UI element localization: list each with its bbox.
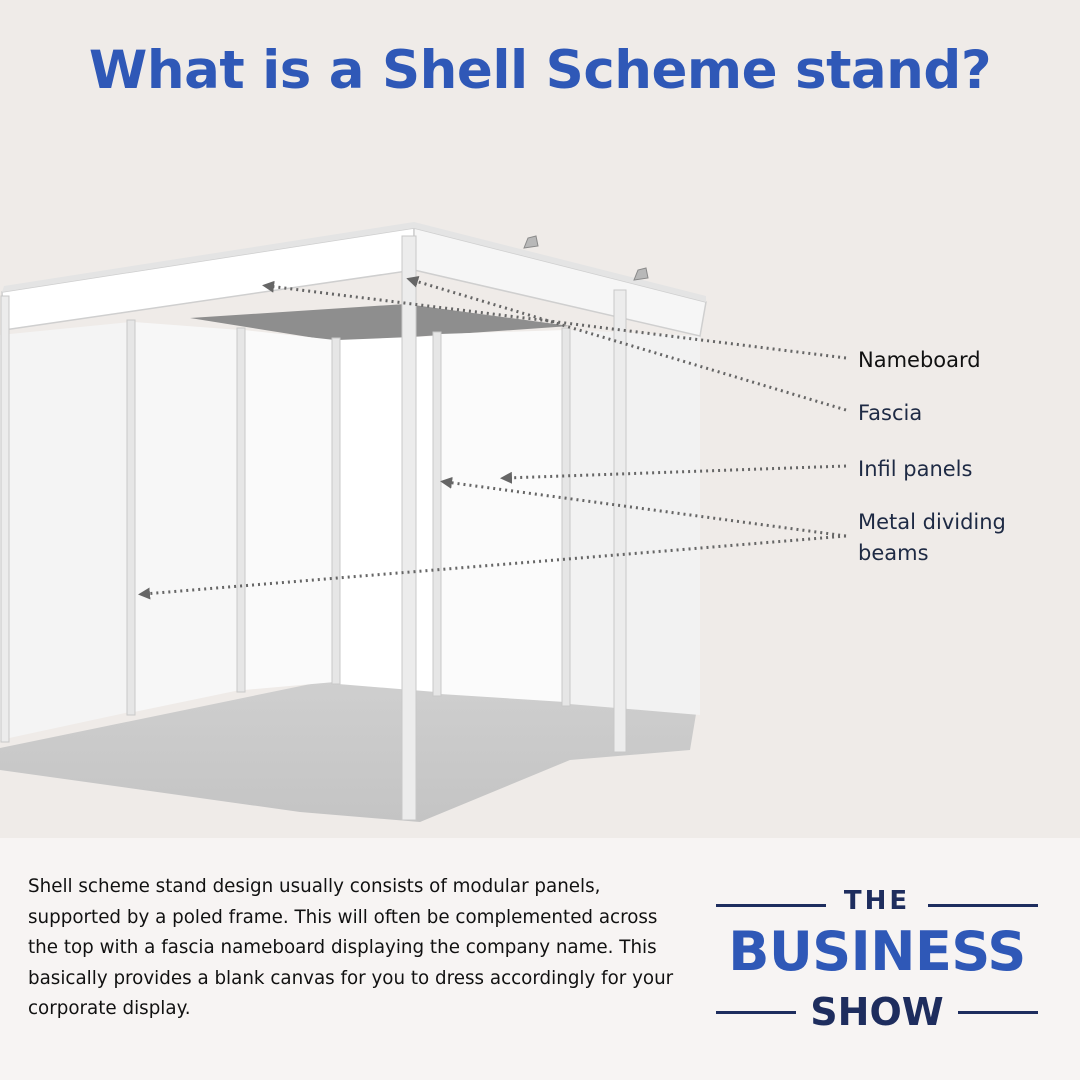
front-poles (0, 235, 627, 821)
logo-rule-bottom-right (958, 1011, 1038, 1014)
page-title: What is a Shell Scheme stand? (88, 40, 992, 101)
infil-leader (500, 464, 847, 484)
fascia-label: Fascia (858, 401, 923, 425)
stand-floor (0, 680, 700, 822)
logo-the: THE (843, 886, 911, 916)
logo-rule-top-left (716, 904, 826, 907)
logo-business: BUSINESS (728, 920, 1026, 983)
shell-scheme-stand-illustration (0, 222, 847, 822)
beams-label-line1: Metal dividing (858, 510, 1006, 534)
logo-rule-top-right (928, 904, 1038, 907)
infil-panels (0, 322, 700, 740)
description-panel (0, 838, 1080, 1080)
logo-show: SHOW (810, 990, 944, 1034)
spotlights (523, 235, 649, 281)
description-text: Shell scheme stand design usually consis… (28, 876, 674, 1019)
business-show-logo: THE BUSINESS SHOW (712, 880, 1042, 1040)
nameboard-label: Nameboard (858, 348, 981, 372)
metal-dividing-beams (126, 319, 571, 716)
infil-panels-label: Infil panels (858, 457, 973, 481)
stand-ceiling (190, 304, 570, 342)
metal-dividing-beams-label: Metal dividing beams (858, 507, 1058, 569)
beams-label-line2: beams (858, 541, 929, 565)
beams-leader-1 (440, 476, 847, 538)
logo-rule-bottom-left (716, 1011, 796, 1014)
nameboard-leader (262, 280, 847, 360)
callout-leader-lines (138, 275, 847, 600)
